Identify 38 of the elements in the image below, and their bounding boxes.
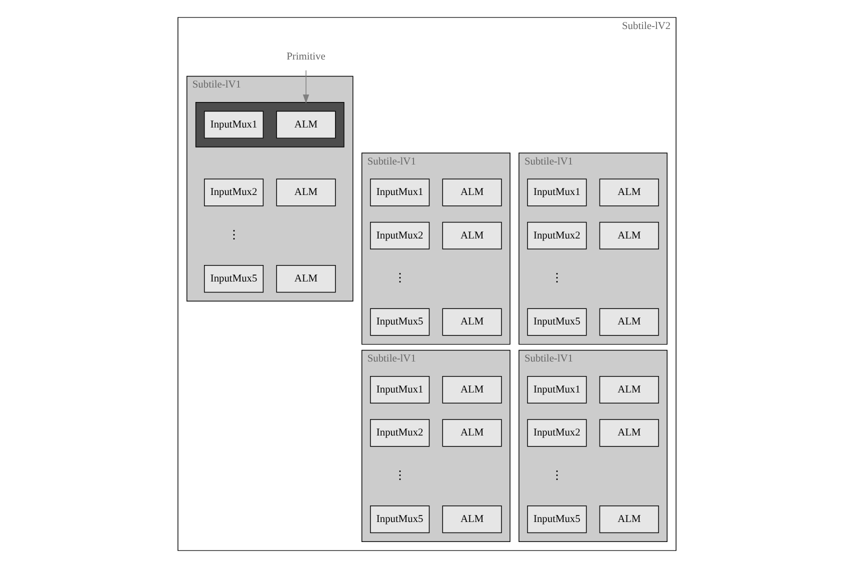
- node-box: ALM: [276, 265, 336, 293]
- node-box: InputMux2: [370, 419, 430, 447]
- node-box: ALM: [442, 222, 502, 250]
- node-box: ALM: [599, 419, 659, 447]
- label: ⋮: [394, 468, 406, 482]
- node-box: InputMux1: [370, 178, 430, 206]
- node-box: InputMux1: [204, 110, 264, 138]
- node-box: ALM: [599, 222, 659, 250]
- label: ⋮: [228, 227, 240, 242]
- node-box: ALM: [276, 110, 336, 138]
- node-box: InputMux2: [370, 222, 430, 250]
- node-box: InputMux1: [527, 178, 587, 206]
- node-box: ALM: [599, 506, 659, 534]
- node-box: InputMux5: [370, 308, 430, 336]
- node-box: InputMux2: [204, 178, 264, 206]
- node-box: ALM: [442, 178, 502, 206]
- cluster: [195, 102, 344, 148]
- node-box: InputMux5: [370, 506, 430, 534]
- node-box: ALM: [599, 178, 659, 206]
- node-box: ALM: [442, 376, 502, 404]
- label: ⋮: [394, 270, 406, 285]
- node-box: InputMux1: [370, 376, 430, 404]
- node-box: InputMux1: [527, 376, 587, 404]
- node-box: InputMux2: [527, 419, 587, 447]
- node-box: ALM: [599, 308, 659, 336]
- arrow: [302, 70, 310, 104]
- label: ⋮: [550, 270, 563, 285]
- node-box: InputMux5: [527, 308, 587, 336]
- node-box: InputMux2: [527, 222, 587, 250]
- node-text: Primitive: [286, 52, 326, 63]
- node-box: ALM: [442, 419, 502, 447]
- node-box: ALM: [442, 506, 502, 534]
- node-box: ALM: [276, 178, 336, 206]
- node-box: ALM: [599, 376, 659, 404]
- node-box: InputMux5: [204, 265, 264, 293]
- node-box: ALM: [442, 308, 502, 336]
- node-box: InputMux5: [527, 506, 587, 534]
- label: ⋮: [550, 468, 563, 482]
